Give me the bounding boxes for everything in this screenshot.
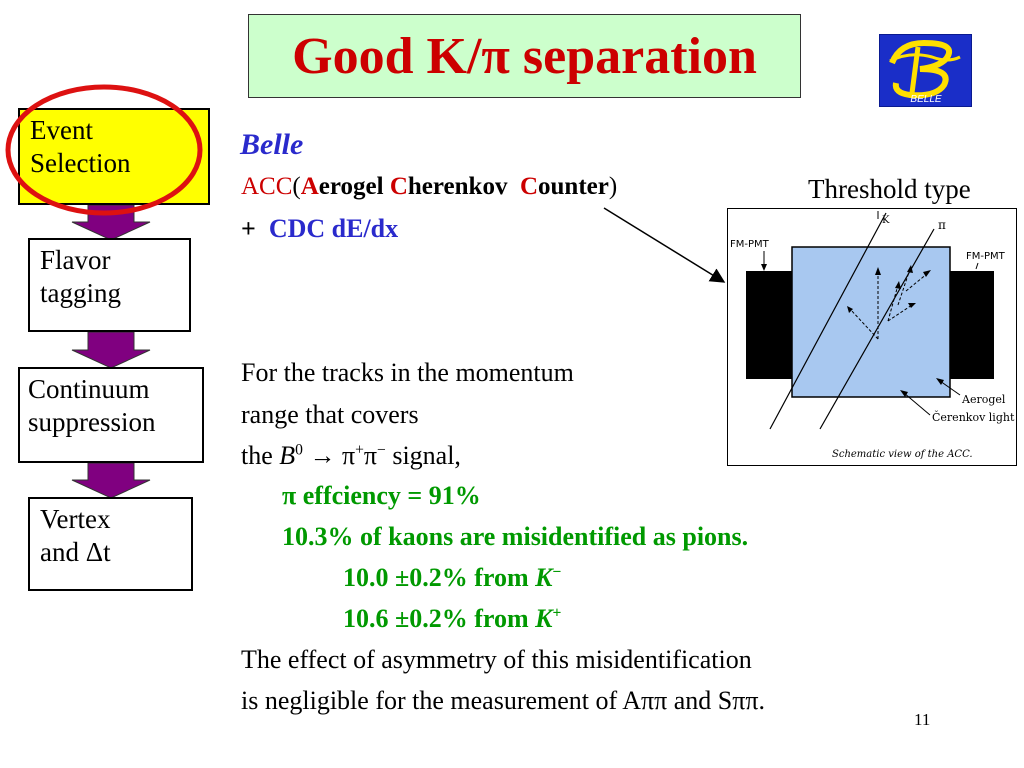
figure-caption: Schematic view of the ACC. — [832, 449, 973, 460]
acc-schematic-figure: K π FM-PMT FM-PMT Aerogel Čerenkov light… — [727, 208, 1017, 466]
cdc-line: + CDC dE/dx — [241, 214, 398, 244]
flow-box-flavor-tagging: Flavor tagging — [28, 238, 191, 332]
effect-line-1: The effect of asymmetry of this misident… — [241, 645, 752, 674]
pmt-left-block — [746, 271, 792, 379]
kaon-misid: 10.3% of kaons are misidentified as pion… — [282, 522, 749, 551]
pion-track — [819, 228, 935, 430]
fm-pmt-right-label: FM-PMT — [966, 251, 1006, 262]
acc-letter-c1: C — [389, 173, 408, 200]
belle-heading: Belle — [240, 128, 304, 161]
effect-line-2: is negligible for the measurement of Aππ… — [241, 686, 766, 715]
pi-efficiency: π effciency = 91% — [282, 481, 481, 510]
pmt-right-block — [950, 271, 994, 379]
flow-box-continuum-suppression: Continuum suppression — [18, 367, 204, 463]
aerogel-box — [791, 246, 951, 398]
plus-sign: + — [241, 214, 256, 243]
label-k: K — [882, 215, 890, 226]
from-k-plus: 10.6 ±0.2% from K+ — [343, 604, 562, 633]
body-line-3: the B0 → π+π− signal, — [241, 441, 461, 470]
acc-line: ACC(Aerogel Cherenkov Counter) — [241, 173, 618, 200]
cdc-text: CDC dE/dx — [268, 214, 399, 243]
flow-arrow-2 — [71, 331, 151, 369]
highlight-circle — [5, 84, 203, 216]
acc-abbrev: ACC — [241, 173, 293, 200]
acc-letter-c2: C — [519, 173, 539, 200]
fm-pmt-left-label: FM-PMT — [730, 239, 770, 250]
belle-logo: BELLE — [879, 34, 972, 107]
logo-text: BELLE — [910, 94, 941, 105]
cerenkov-light-label: Čerenkov light — [932, 410, 1015, 424]
acc-letter-a: A — [300, 173, 319, 200]
threshold-type-label: Threshold type — [808, 174, 971, 204]
body-line-2: range that covers — [241, 400, 419, 429]
from-k-minus: 10.0 ±0.2% from K− — [343, 563, 562, 592]
flow-box-vertex: Vertex and Δt — [28, 497, 193, 591]
aerogel-label: Aerogel — [961, 393, 1006, 406]
flow-arrow-3 — [71, 462, 151, 499]
title-box: Good K/π separation — [248, 14, 801, 98]
kaon-track — [769, 212, 887, 430]
body-line-1: For the tracks in the momentum — [241, 358, 574, 387]
slide-title: Good K/π separation — [292, 27, 757, 85]
label-pi: π — [938, 218, 946, 232]
page-number: 11 — [914, 710, 931, 729]
